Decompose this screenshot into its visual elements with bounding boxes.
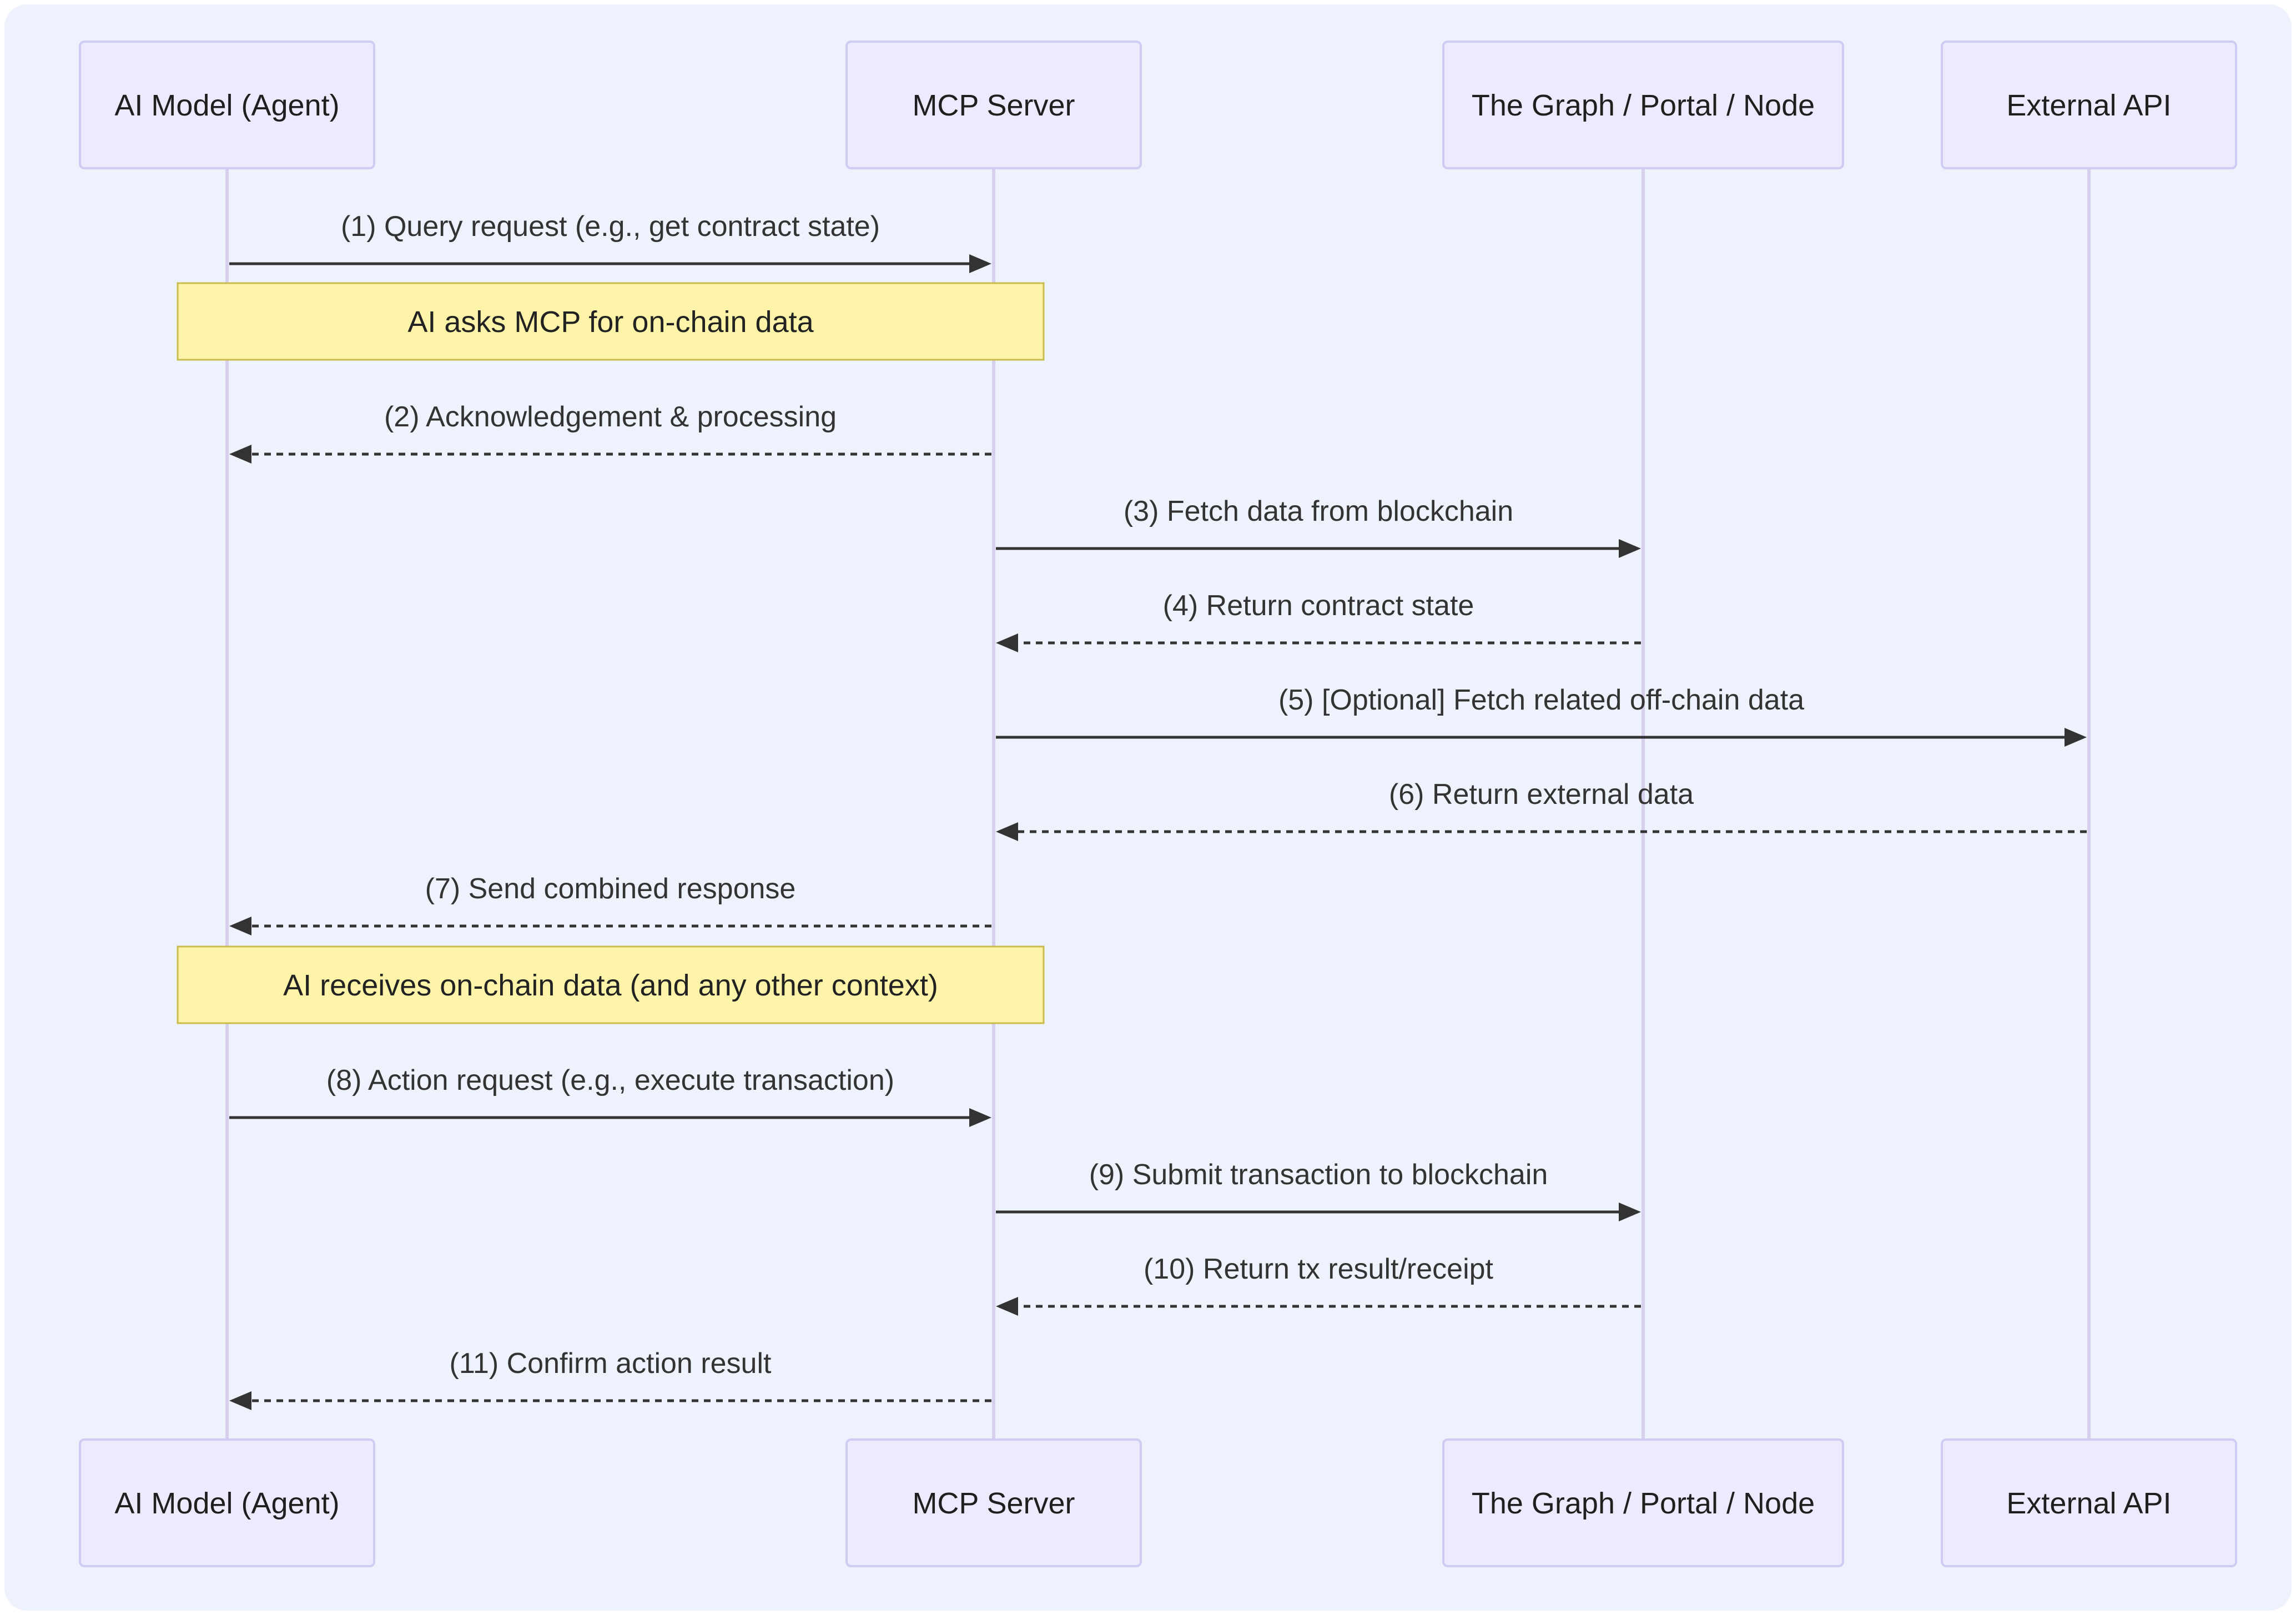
actor-ai-top: AI Model (Agent) — [79, 41, 375, 169]
message-7: (7) Send combined response — [229, 873, 991, 935]
message-10: (10) Return tx result/receipt — [996, 1253, 1641, 1316]
actor-label: External API — [2006, 1487, 2171, 1520]
message-5: (5) [Optional] Fetch related off-chain d… — [996, 684, 2087, 747]
actor-box — [79, 41, 375, 169]
message-label: (4) Return contract state — [1163, 590, 1474, 622]
message-label: (8) Action request (e.g., execute transa… — [326, 1064, 894, 1096]
arrowhead-icon — [1619, 1203, 1641, 1221]
actor-mcp-top: MCP Server — [845, 41, 1142, 169]
note-2: AI receives on-chain data (and any other… — [177, 945, 1045, 1024]
note-label: AI receives on-chain data (and any other… — [283, 969, 938, 1002]
actor-label: AI Model (Agent) — [114, 89, 339, 122]
actor-label: AI Model (Agent) — [114, 1487, 339, 1520]
message-label: (7) Send combined response — [425, 873, 796, 905]
arrowhead-icon — [1619, 539, 1641, 558]
arrowhead-icon — [229, 445, 251, 464]
actor-box — [1442, 41, 1844, 169]
actor-label: The Graph / Portal / Node — [1472, 89, 1815, 122]
actor-ext-top: External API — [1941, 41, 2237, 169]
note-box — [177, 945, 1045, 1024]
message-3: (3) Fetch data from blockchain — [996, 495, 1641, 558]
actor-label: External API — [2006, 89, 2171, 122]
actor-label: The Graph / Portal / Node — [1472, 1487, 1815, 1520]
actor-label: MCP Server — [912, 1487, 1075, 1520]
actor-box — [845, 41, 1142, 169]
message-9: (9) Submit transaction to blockchain — [996, 1159, 1641, 1221]
message-label: (10) Return tx result/receipt — [1144, 1253, 1494, 1285]
actor-box — [1941, 41, 2237, 169]
actor-label: MCP Server — [912, 89, 1075, 122]
note-box — [177, 282, 1045, 361]
arrowhead-icon — [996, 822, 1018, 841]
message-label: (3) Fetch data from blockchain — [1124, 495, 1513, 527]
message-4: (4) Return contract state — [996, 590, 1641, 652]
actor-mcp-bottom: MCP Server — [845, 1438, 1142, 1567]
actor-ext-bottom: External API — [1941, 1438, 2237, 1567]
message-label: (1) Query request (e.g., get contract st… — [341, 210, 880, 243]
arrowhead-icon — [969, 254, 991, 273]
arrowhead-icon — [229, 917, 251, 935]
actor-graph-top: The Graph / Portal / Node — [1442, 41, 1844, 169]
message-2: (2) Acknowledgement & processing — [229, 401, 991, 464]
message-6: (6) Return external data — [996, 778, 2087, 841]
message-label: (5) [Optional] Fetch related off-chain d… — [1278, 684, 1804, 716]
actor-box — [79, 1438, 375, 1567]
message-label: (9) Submit transaction to blockchain — [1089, 1159, 1548, 1191]
message-label: (11) Confirm action result — [450, 1347, 772, 1380]
message-1: (1) Query request (e.g., get contract st… — [229, 210, 991, 273]
note-1: AI asks MCP for on-chain data — [177, 282, 1045, 361]
message-8: (8) Action request (e.g., execute transa… — [229, 1064, 991, 1127]
message-label: (2) Acknowledgement & processing — [384, 401, 837, 433]
message-11: (11) Confirm action result — [229, 1347, 991, 1410]
actor-graph-bottom: The Graph / Portal / Node — [1442, 1438, 1844, 1567]
arrowhead-icon — [996, 1297, 1018, 1316]
actor-ai-bottom: AI Model (Agent) — [79, 1438, 375, 1567]
arrowhead-icon — [969, 1108, 991, 1127]
arrowhead-icon — [229, 1391, 251, 1410]
message-label: (6) Return external data — [1389, 778, 1694, 811]
actor-box — [845, 1438, 1142, 1567]
actor-box — [1442, 1438, 1844, 1567]
arrowhead-icon — [2065, 728, 2087, 747]
note-label: AI asks MCP for on-chain data — [407, 305, 814, 339]
actor-box — [1941, 1438, 2237, 1567]
arrowhead-icon — [996, 633, 1018, 652]
diagram-background — [4, 4, 2292, 1611]
